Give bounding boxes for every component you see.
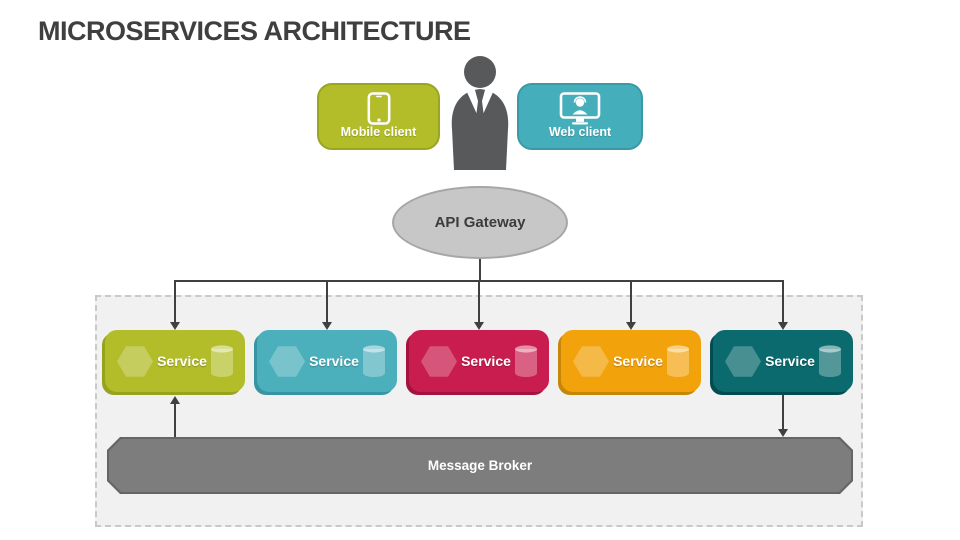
arrowhead-service-4: [626, 322, 636, 330]
api-gateway-node[interactable]: API Gateway: [392, 186, 568, 259]
connector-gateway-stem: [479, 258, 481, 281]
message-broker-label: Message Broker: [427, 458, 533, 473]
web-client-card[interactable]: Web client: [517, 83, 643, 150]
service-box-3[interactable]: Service: [409, 330, 549, 392]
arrowhead-service-2: [322, 322, 332, 330]
hexagon-icon: [573, 345, 609, 377]
database-icon: [362, 345, 385, 377]
smartphone-icon: [367, 92, 390, 125]
database-icon: [818, 345, 841, 377]
message-broker-body: Message Broker: [109, 439, 851, 492]
hexagon-icon: [421, 345, 457, 377]
service-box-4[interactable]: Service: [561, 330, 701, 392]
connector-broker-down: [782, 392, 784, 429]
message-broker-node[interactable]: Message Broker: [107, 437, 853, 494]
business-user-icon: [445, 55, 515, 170]
service-box-1[interactable]: Service: [105, 330, 245, 392]
web-client-label: Web client: [548, 125, 612, 139]
service-label-5: Service: [765, 353, 815, 369]
arrowhead-broker-to-service-1: [170, 396, 180, 404]
service-box-2[interactable]: Service: [257, 330, 397, 392]
page-title: MICROSERVICES ARCHITECTURE: [38, 16, 471, 46]
hexagon-icon: [117, 345, 153, 377]
connector-broker-up: [174, 404, 176, 437]
service-label-4: Service: [613, 353, 663, 369]
arrowhead-service-1: [170, 322, 180, 330]
web-client-monitor-icon: [559, 92, 601, 125]
service-label-2: Service: [309, 353, 359, 369]
arrowhead-service-3: [474, 322, 484, 330]
hexagon-icon: [269, 345, 305, 377]
service-box-5[interactable]: Service: [713, 330, 853, 392]
database-icon: [210, 345, 233, 377]
api-gateway-label: API Gateway: [434, 214, 526, 231]
arrowhead-service-5: [778, 322, 788, 330]
connector-drop-1: [174, 281, 176, 322]
connector-drop-5: [782, 281, 784, 322]
connector-drop-4: [630, 281, 632, 322]
service-label-1: Service: [157, 353, 207, 369]
arrowhead-service-5-to-broker: [778, 429, 788, 437]
database-icon: [514, 345, 537, 377]
connector-drop-3: [478, 281, 480, 322]
mobile-client-card[interactable]: Mobile client: [317, 83, 440, 150]
hexagon-icon: [725, 345, 761, 377]
mobile-client-label: Mobile client: [340, 125, 417, 139]
service-label-3: Service: [461, 353, 511, 369]
connector-drop-2: [326, 281, 328, 322]
database-icon: [666, 345, 689, 377]
